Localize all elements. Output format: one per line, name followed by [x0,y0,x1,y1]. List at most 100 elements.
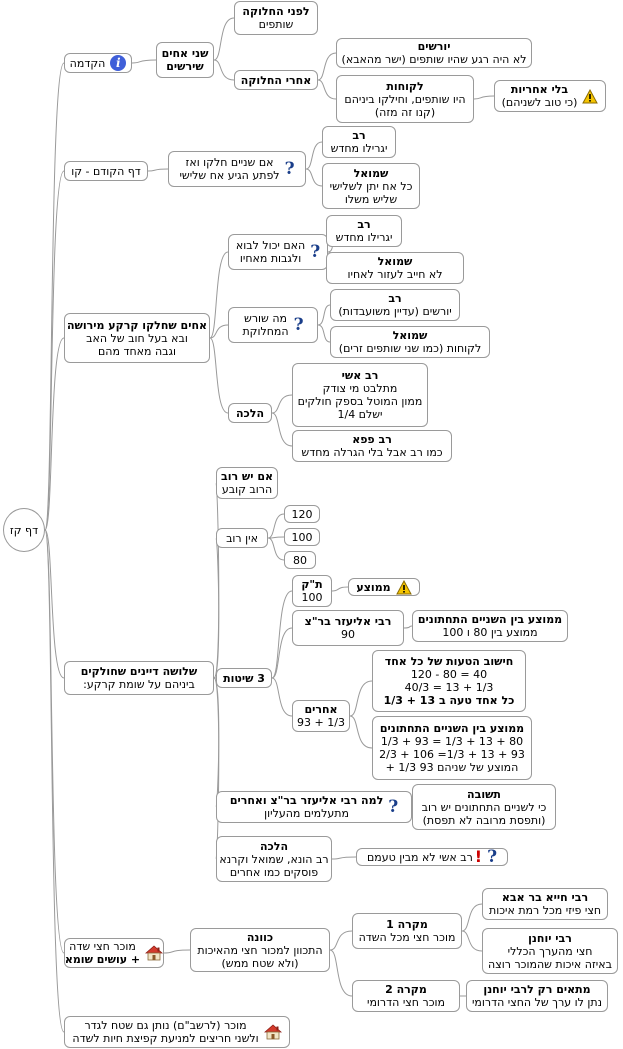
node-line: ממוצע [356,580,391,594]
node-v120[interactable]: 120 [284,505,320,523]
node-root[interactable]: דף קז [3,508,45,552]
node-line: מקרה 2 [385,983,427,996]
node-halacha1[interactable]: הלכה [228,403,272,423]
node-text: אחרי החלוקה [241,74,311,87]
connector-halacha2-ravashi2 [331,856,357,860]
node-bli[interactable]: בלי אחריות(כי טוב לשניהם) [494,80,606,112]
node-line: היו שותפים, וחילקו ביניהם [344,92,466,106]
node-line: בלי אחריות [510,83,569,96]
node-line: ביניהם על שומת קרקע: [83,678,195,691]
node-line: שלושה דיינים שחולקים [80,665,198,678]
connector-root-prev [44,170,65,531]
connector-achrei-lokchot [317,79,337,100]
connector-halacha1-ravashi [271,394,293,414]
node-line: מתאים רק לרבי יוחנן [483,983,591,996]
node-line: פוסקים כמו אחרים [229,865,319,879]
node-text: אין רוב [226,532,258,545]
node-line: 120 [291,507,313,521]
node-line: לקוחות (כמו שני שותפים זרים) [338,342,482,355]
connector-seller-kavana [163,949,191,954]
connector-mikre1-yochanan [461,930,483,952]
node-line: כוונה [246,930,274,944]
node-line: 3 שיטות [223,671,265,685]
node-line: רב פפא [352,433,392,446]
connector-prev-q_shnayim [147,168,169,172]
node-seller[interactable]: מוכר חצי שדה+ עושים שומא [64,938,164,968]
node-line: כל אח יתן לשלישי [329,179,413,193]
node-shitot[interactable]: 3 שיטות [216,668,272,688]
node-line: רב [357,218,371,231]
node-line: ממוצע בין 80 ו 100 [442,626,538,639]
node-line: לא היה רגע שהיו שותפים (ישר מהאבא) [341,53,527,66]
node-line: המחלוקת [242,325,289,338]
node-line: יגרילו מחדש [330,142,388,155]
connector-tak-memutza [331,586,349,592]
node-v80[interactable]: 80 [284,551,316,569]
connector-achrei-yorshim [317,52,337,81]
node-ein_rov[interactable]: אין רוב [216,528,268,548]
node-line: שותפים [258,18,294,31]
node-memutza[interactable]: ממוצע [348,578,420,596]
node-prev[interactable]: דף הקודם - קו [64,161,148,181]
node-line: דף קז [9,523,39,537]
node-line: 80 [293,553,307,567]
node-line: יגרילו מחדש [335,231,393,244]
connector-lokchot-bli [473,95,495,100]
node-v100[interactable]: 100 [284,528,320,546]
connector-acherim-mem3 [349,715,373,749]
node-text: דף הקודם - קו [71,165,141,178]
house-icon [263,1024,282,1040]
connector-n_shnei-lifnei [213,17,235,61]
connector-n_shnei-achrei [213,59,235,81]
node-line: 93 + 13 + 1/3= 106 + 2/3 [379,748,525,761]
node-ravashi2[interactable]: ?!רב אשי לא מבין טעמם [356,848,508,866]
node-achrei[interactable]: אחרי החלוקה [234,70,318,90]
